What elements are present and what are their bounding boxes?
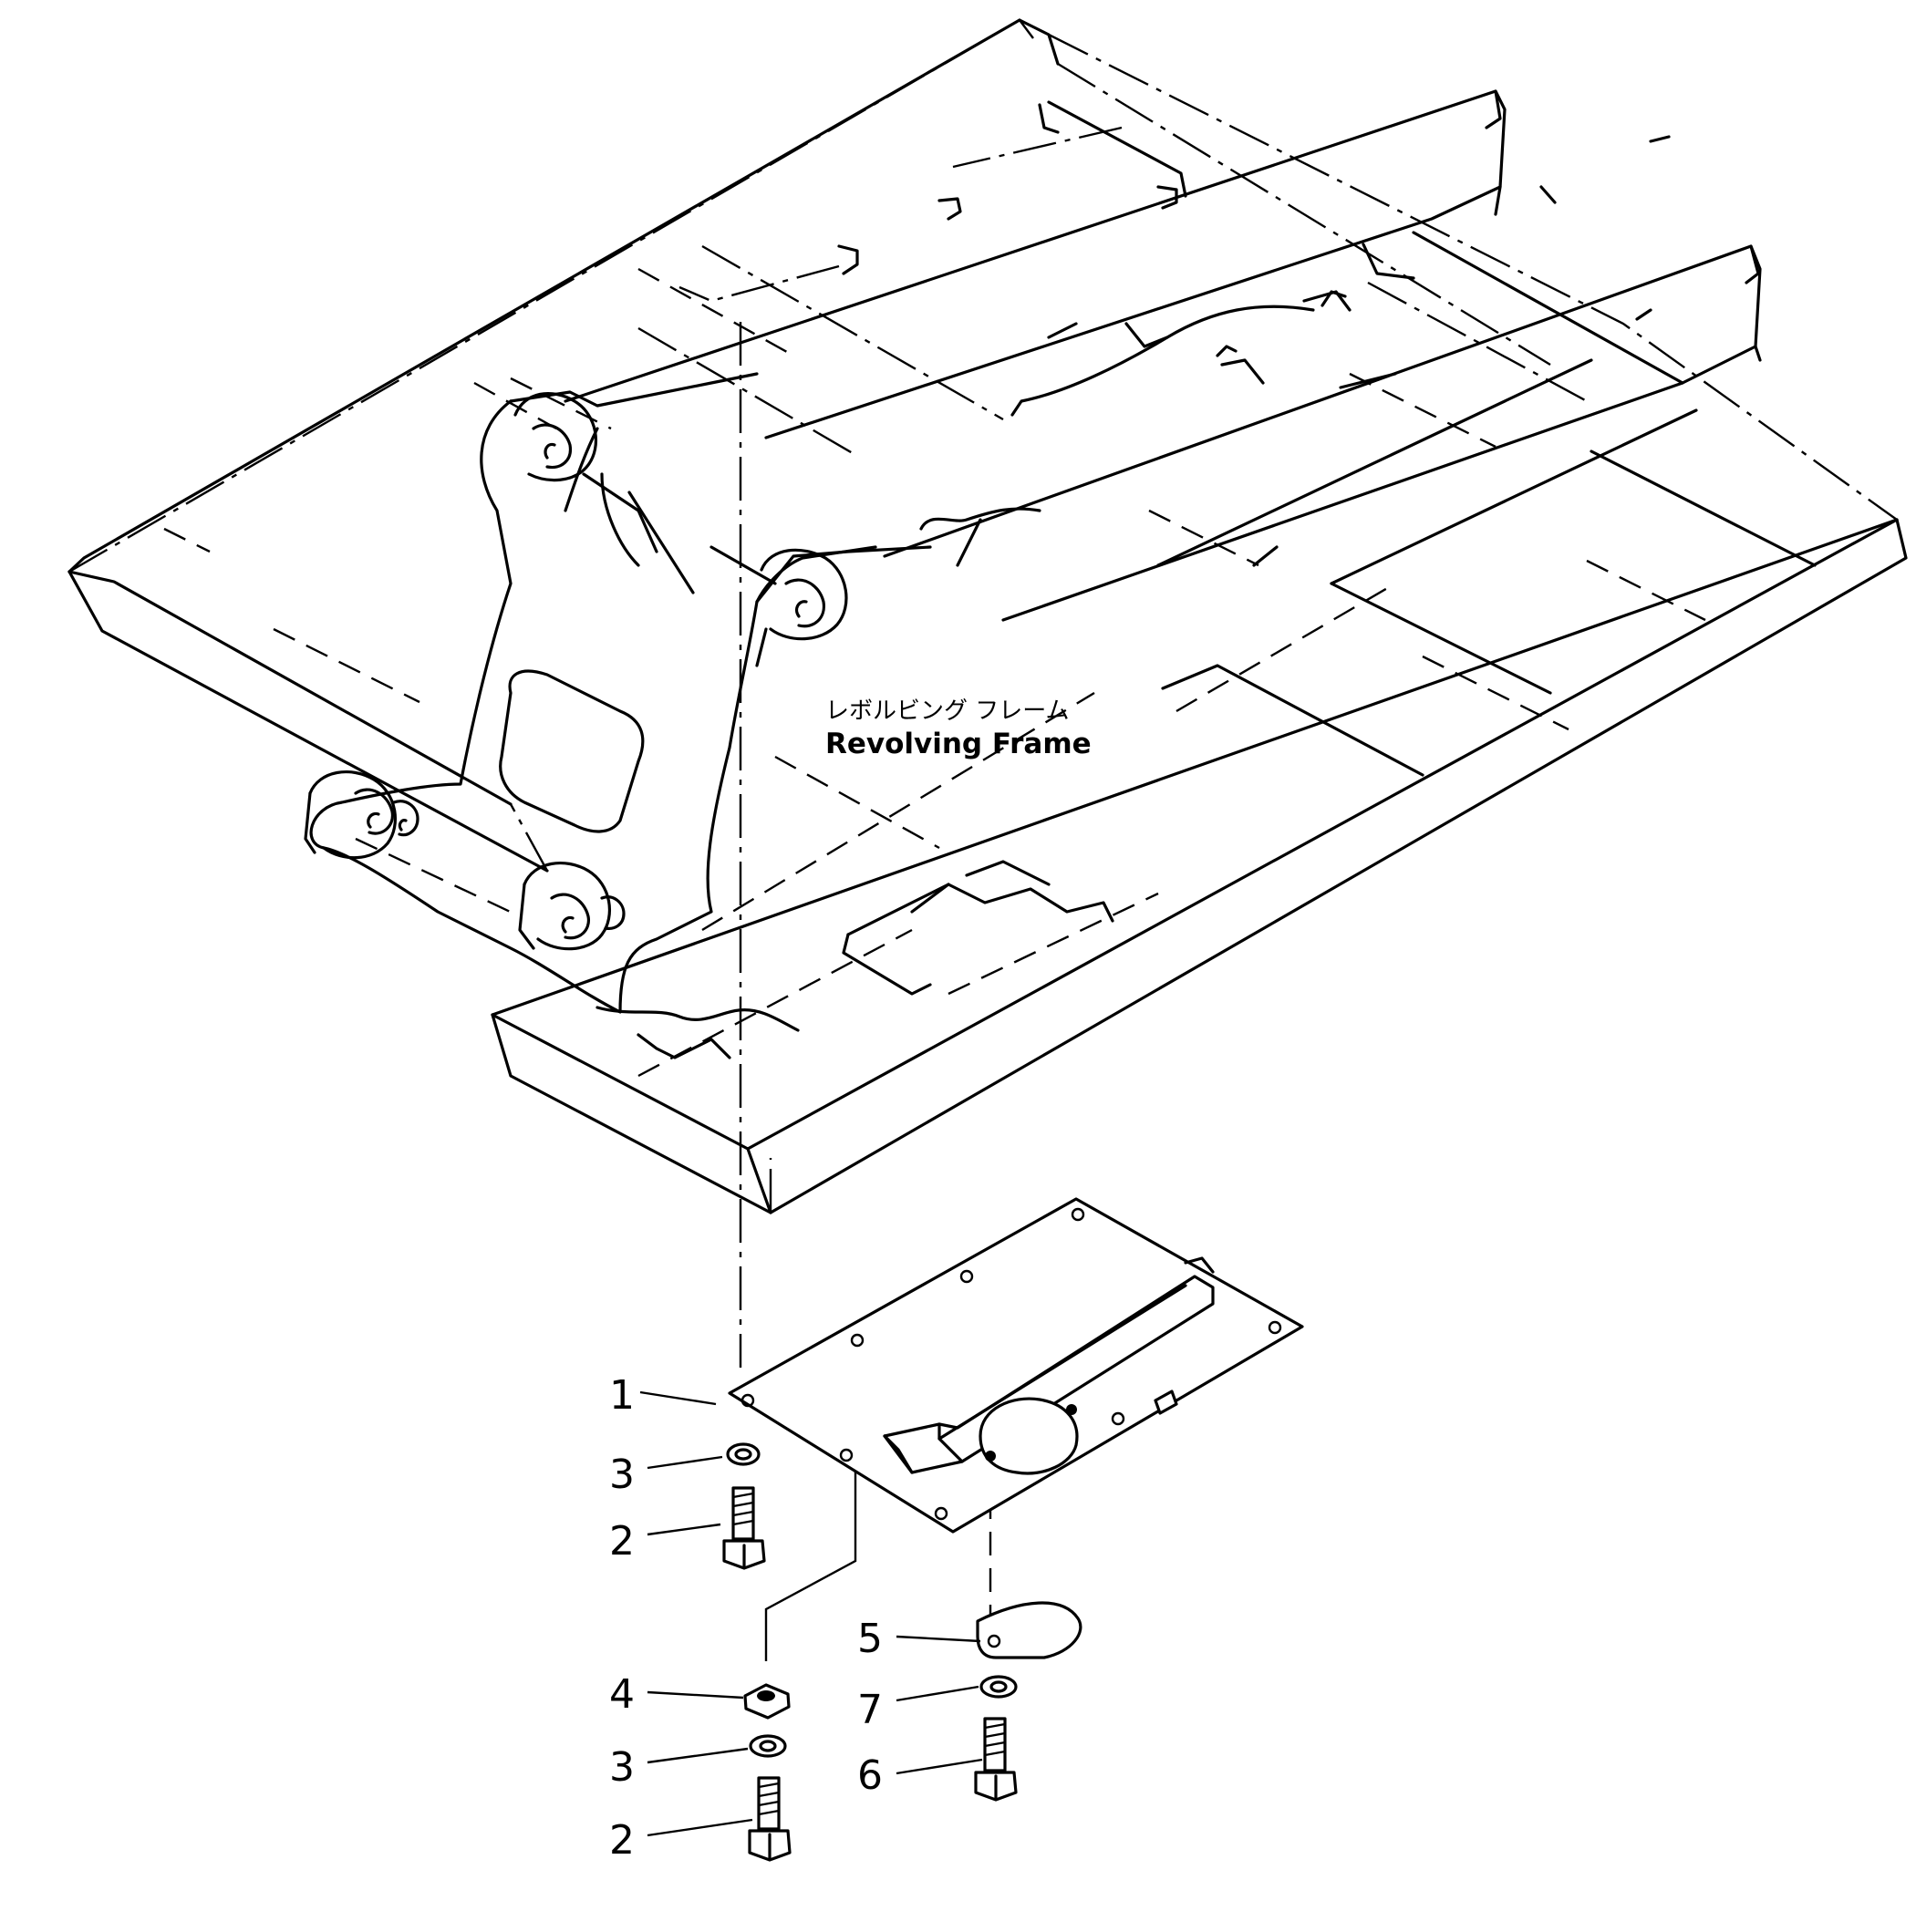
callout-2: 2	[609, 1518, 635, 1565]
callout-2: 2	[609, 1817, 635, 1864]
bolt-6	[974, 1717, 1018, 1802]
bracket-5	[976, 1601, 1082, 1659]
washer-3a	[726, 1442, 761, 1466]
leader-lines	[639, 1390, 983, 1837]
assembly-name-jp: レボルビング フレーム	[825, 697, 1070, 725]
boss-lower-right	[518, 862, 626, 951]
callout-4: 4	[609, 1671, 635, 1718]
callout-3: 3	[609, 1744, 635, 1791]
nut-4	[743, 1683, 791, 1720]
assembly-name-en: Revolving Frame	[825, 728, 1092, 760]
callout-3: 3	[609, 1452, 635, 1498]
assembly-label: レボルビング フレーム Revolving Frame	[825, 697, 1092, 760]
boss-upper-right	[755, 548, 848, 667]
cover-plate	[728, 1197, 1304, 1534]
callout-1: 1	[609, 1372, 635, 1419]
callouts: 1 3 2 4 3 2 5 7 6	[609, 1372, 883, 1864]
washer-3b	[749, 1734, 787, 1758]
bolt-2b	[748, 1776, 792, 1862]
callout-6: 6	[857, 1752, 883, 1799]
boss-lower-left	[304, 770, 419, 860]
revolving-frame	[67, 18, 1908, 1214]
bolt-2a	[722, 1486, 766, 1570]
washer-7	[979, 1675, 1018, 1699]
callout-5: 5	[857, 1616, 883, 1662]
boss-upper-left	[513, 392, 597, 482]
callout-7: 7	[857, 1687, 883, 1733]
